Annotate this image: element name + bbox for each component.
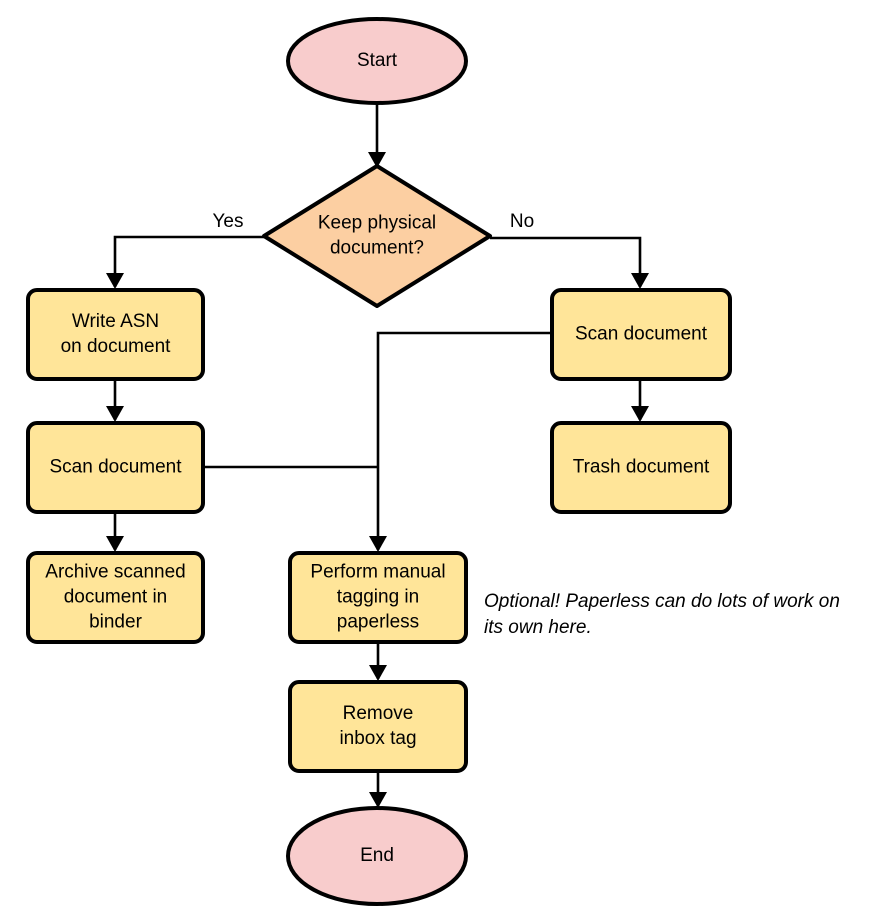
process-shape[interactable]	[288, 551, 468, 644]
node-scan-right[interactable]: Scan document	[550, 288, 732, 381]
node-label: Scan document	[575, 324, 708, 345]
arrowhead-icon	[106, 273, 124, 289]
arrowhead-icon	[631, 406, 649, 422]
edge-label: Yes	[213, 211, 244, 232]
node-end[interactable]: End	[286, 806, 468, 906]
decision-shape[interactable]	[262, 164, 492, 308]
process-shape[interactable]	[550, 421, 732, 514]
edge-line	[376, 331, 552, 550]
process-shape[interactable]	[288, 680, 468, 773]
terminator-shape[interactable]	[286, 806, 468, 906]
edge-line	[490, 236, 642, 287]
process-shape[interactable]	[26, 551, 205, 644]
edge-decision-yes: Yes	[106, 211, 264, 289]
node-label: Start	[357, 50, 398, 71]
node-trash[interactable]: Trash document	[550, 421, 732, 514]
arrowhead-icon	[369, 665, 387, 681]
edge-start-to-decision	[368, 103, 386, 168]
process-shape[interactable]	[26, 288, 205, 381]
edge-label: No	[510, 211, 534, 232]
edges-layer: Yes No	[106, 103, 649, 808]
arrowhead-icon	[369, 792, 387, 808]
terminator-shape[interactable]	[286, 17, 468, 105]
node-start[interactable]: Start	[286, 17, 468, 105]
process-shape[interactable]	[26, 421, 205, 514]
arrowhead-icon	[106, 536, 124, 552]
process-shape[interactable]	[550, 288, 732, 381]
node-label: End	[360, 845, 394, 866]
edge-write-asn-to-scan-left	[106, 379, 124, 422]
node-label: Scan document	[49, 457, 182, 478]
edge-remove-inbox-tag-to-end	[369, 771, 387, 808]
edge-line	[113, 235, 264, 287]
arrowhead-icon	[368, 152, 386, 168]
annotation-optional-note: Optional! Paperless can do lots of work …	[484, 591, 840, 638]
arrowhead-icon	[106, 406, 124, 422]
annotations-layer: Optional! Paperless can do lots of work …	[484, 591, 840, 638]
node-label: Trash document	[573, 457, 710, 478]
arrowhead-icon	[369, 536, 387, 552]
node-scan-left[interactable]: Scan document	[26, 421, 205, 514]
edge-manual-tagging-to-remove-inbox-tag	[369, 642, 387, 681]
edge-scan-right-to-manual-tagging	[369, 331, 552, 552]
edge-decision-no: No	[490, 211, 649, 289]
arrowhead-icon	[631, 273, 649, 289]
edge-scan-left-to-archive	[106, 512, 124, 552]
edge-scan-right-to-trash	[631, 379, 649, 422]
